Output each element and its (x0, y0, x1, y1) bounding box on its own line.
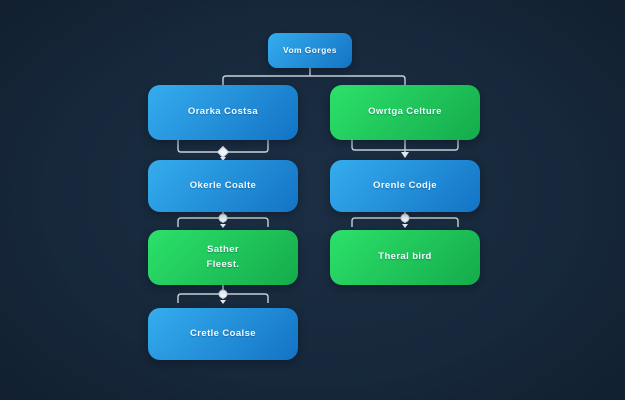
flow-node-right-2[interactable]: Orenle Codje (330, 160, 480, 212)
flow-node-left-4[interactable]: Cretle Coalse (148, 308, 298, 360)
flow-node-label: Vom Gorges (283, 45, 337, 56)
flow-node-label: Orarka Costsa (187, 106, 259, 118)
flow-node-label: Orenle Codje (373, 179, 437, 191)
flow-node-right-1[interactable]: Owrtga Celture (330, 85, 480, 140)
connector-right-1 (351, 140, 459, 158)
flow-node-right-3[interactable]: Theral bird (330, 230, 480, 285)
flow-node-label: Owrtga Celture (368, 106, 442, 118)
flow-node-label: Sather Fleest. (206, 244, 240, 270)
flow-node-left-2[interactable]: Okerle Coalte (148, 160, 298, 212)
connector-left-3 (177, 285, 269, 304)
flow-node-label: Theral bird (378, 251, 432, 263)
connector-left-1 (177, 140, 269, 161)
connector-left-2 (177, 212, 269, 228)
connector-right-2 (351, 212, 459, 228)
flow-node-left-1[interactable]: Orarka Costsa (148, 85, 298, 140)
flow-node-label: Cretle Coalse (190, 327, 256, 339)
flow-node-left-3[interactable]: Sather Fleest. (148, 230, 298, 285)
flow-node-root[interactable]: Vom Gorges (268, 33, 352, 68)
flow-node-label: Okerle Coalte (189, 179, 257, 191)
connector-root-split (222, 68, 406, 85)
